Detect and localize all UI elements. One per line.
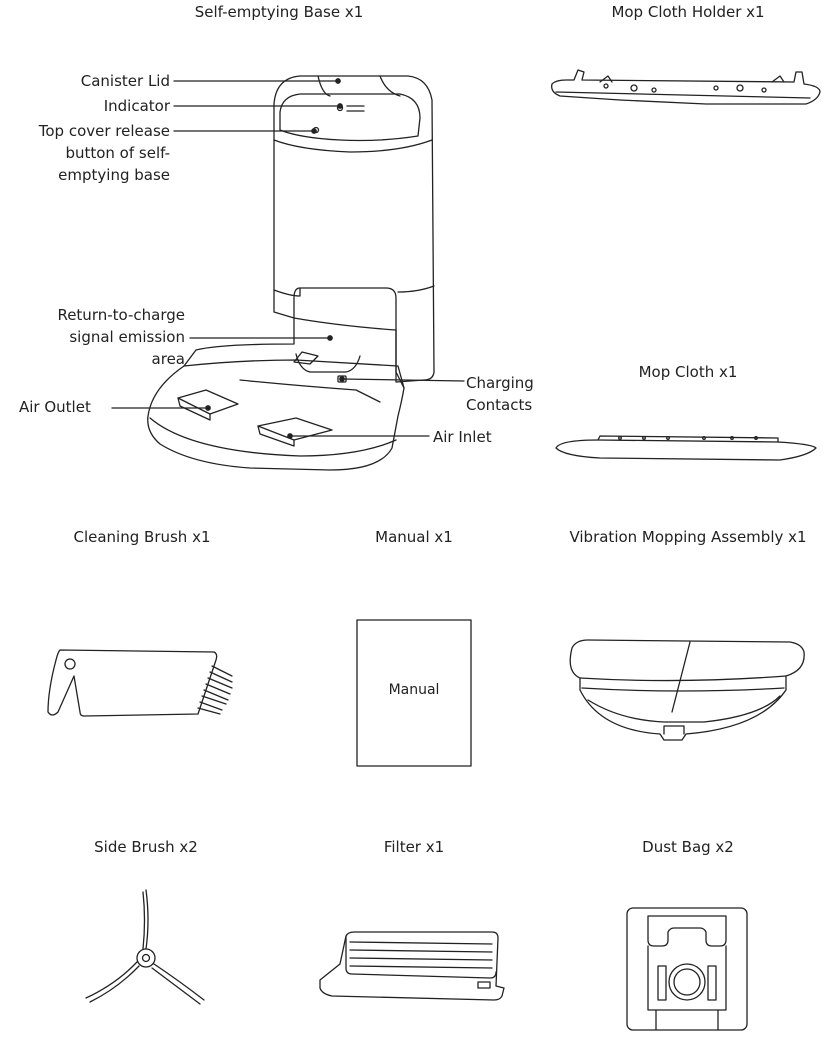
callout-air-inlet: Air Inlet xyxy=(433,428,492,446)
mop-cloth-illustration xyxy=(556,436,816,460)
callout-top-cover-release-3: emptying base xyxy=(58,166,170,184)
callout-top-cover-release-2: button of self- xyxy=(65,144,170,162)
vibration-mopping-assembly-illustration xyxy=(570,640,804,740)
callout-indicator: Indicator xyxy=(103,97,170,115)
callout-charging-contacts-2: Contacts xyxy=(466,396,533,414)
callout-canister-lid: Canister Lid xyxy=(80,72,170,90)
title-cleaning-brush: Cleaning Brush x1 xyxy=(73,528,211,546)
title-vibration-mopping-assembly: Vibration Mopping Assembly x1 xyxy=(569,528,807,546)
side-brush-illustration xyxy=(86,890,204,1004)
title-mop-cloth: Mop Cloth x1 xyxy=(638,363,738,381)
callout-air-outlet: Air Outlet xyxy=(19,398,91,416)
mop-cloth-holder-illustration xyxy=(552,70,820,104)
self-emptying-base-illustration xyxy=(148,76,434,470)
title-self-emptying-base: Self-emptying Base x1 xyxy=(194,3,364,21)
title-side-brush: Side Brush x2 xyxy=(94,838,198,856)
filter-illustration xyxy=(320,932,504,1000)
title-mop-cloth-holder: Mop Cloth Holder x1 xyxy=(611,3,765,21)
cleaning-brush-illustration xyxy=(48,650,232,716)
callout-lines xyxy=(112,79,464,438)
title-filter: Filter x1 xyxy=(383,838,445,856)
callout-top-cover-release-1: Top cover release xyxy=(38,122,170,140)
callout-return-signal-2: signal emission xyxy=(69,328,185,346)
manual-cover-text: Manual xyxy=(388,682,440,698)
callout-return-signal-3: area xyxy=(151,350,185,368)
dust-bag-illustration xyxy=(627,908,747,1030)
title-dust-bag: Dust Bag x2 xyxy=(642,838,734,856)
manual-illustration xyxy=(357,620,471,766)
callout-charging-contacts-1: Charging xyxy=(466,374,534,392)
title-manual: Manual x1 xyxy=(375,528,453,546)
callout-return-signal-1: Return-to-charge xyxy=(57,306,185,324)
